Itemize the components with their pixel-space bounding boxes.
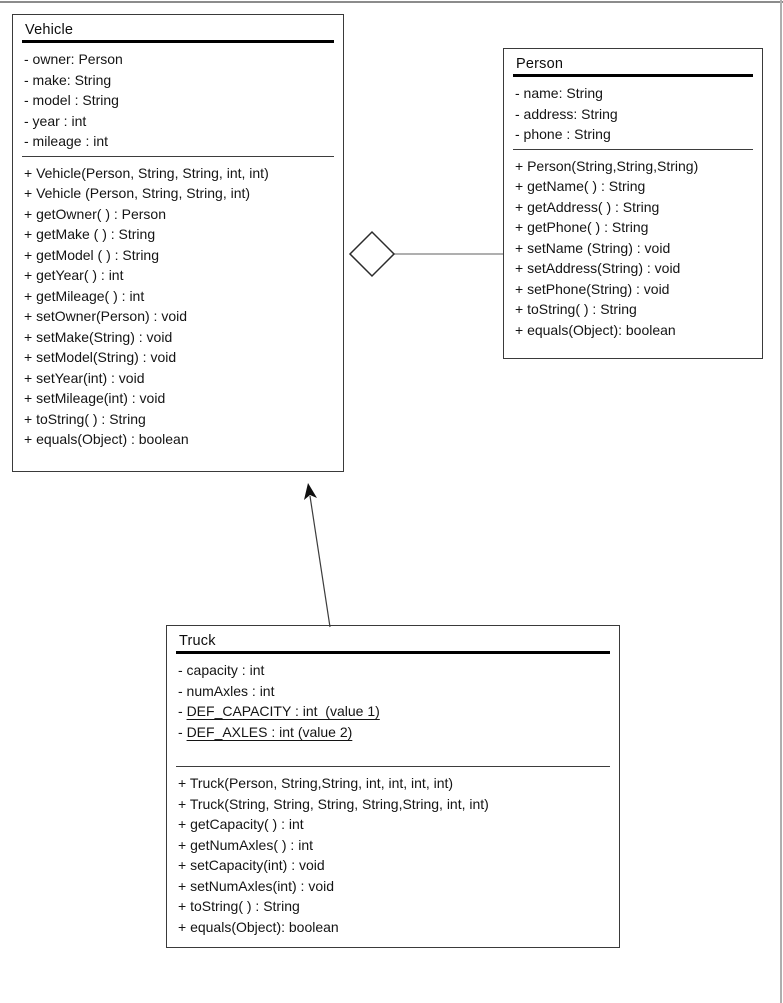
- member-row: - owner: Person: [24, 51, 123, 67]
- member-row: + getNumAxles( ) : int: [178, 836, 313, 853]
- member-row: - capacity : int: [178, 662, 265, 678]
- uml-class-vehicle: Vehicle - owner: Person - make: String - m…: [12, 14, 344, 472]
- member-row: - mileage : int: [24, 133, 109, 149]
- member-row: + equals(Object): boolean: [178, 918, 339, 935]
- member-row: - DEF_AXLES : int (value 2): [178, 722, 611, 743]
- member-row: + getYear( ) : int: [24, 267, 124, 283]
- member-row: + setMileage(int) : void: [24, 390, 166, 406]
- person-attributes-list: - name: String - address: String - phone :…: [504, 83, 762, 145]
- member-row: + setCapacity(int) : void: [178, 857, 325, 873]
- member-row: + getName( ) : String: [515, 178, 646, 194]
- member-row: + setName (String) : void: [515, 239, 671, 256]
- member-text: DEF_CAPACITY : int (value 1): [186, 703, 380, 719]
- member-row: + getModel ( ) : String: [24, 246, 160, 263]
- member-row: - numAxles : int: [178, 682, 275, 699]
- class-title-person: Person: [516, 56, 564, 72]
- vehicle-attributes-list: - owner: Person - make: String - model : S…: [13, 49, 343, 152]
- member-row: + Truck(Person, String,String, int, int,…: [178, 775, 454, 791]
- member-row: + setMake(String) : void: [24, 328, 173, 345]
- uml-class-person: Person - name: String- address: String- …: [503, 48, 763, 359]
- member-row: + setAddress(String) : void: [515, 260, 681, 276]
- member-row: + getMake ( ) : String: [24, 226, 156, 242]
- title-separator: [176, 651, 610, 654]
- member-row: - make: String: [24, 71, 112, 88]
- page-top-border: [0, 1, 783, 3]
- truck-attributes-list: - capacity : int - numAxles : int - DEF_CA…: [167, 660, 619, 742]
- member-row: + getAddress( ) : String: [515, 198, 660, 215]
- attributes-methods-separator: [513, 148, 753, 150]
- attributes-methods-separator: [22, 155, 334, 157]
- class-title-vehicle: Vehicle: [25, 22, 74, 38]
- member-row: - DEF_CAPACITY : int (value 1): [178, 701, 611, 722]
- member-row: + toString( ) : String: [515, 301, 637, 317]
- page-right-border: [780, 0, 782, 1003]
- member-row: - model : String: [24, 92, 119, 108]
- member-row: - name: String: [515, 85, 603, 101]
- aggregation-diamond-icon: [348, 230, 396, 278]
- member-text: DEF_AXLES : int (value 2): [186, 723, 353, 740]
- title-separator: [513, 74, 753, 77]
- member-prefix: -: [178, 703, 187, 719]
- member-row: + toString( ) : String: [178, 898, 300, 914]
- uml-class-truck: Truck - capacity : int- numAxles : int- …: [166, 625, 620, 948]
- member-row: + equals(Object): boolean: [515, 321, 676, 338]
- member-row: + Person(String,String,String): [515, 157, 699, 174]
- member-row: + setOwner(Person) : void: [24, 308, 188, 324]
- class-title-truck: Truck: [179, 633, 216, 649]
- member-row: + equals(Object) : boolean: [24, 431, 189, 447]
- member-row: + setPhone(String) : void: [515, 280, 670, 297]
- member-prefix: -: [178, 723, 187, 740]
- member-row: + setModel(String) : void: [24, 349, 177, 365]
- member-row: + getMileage( ) : int: [24, 287, 145, 304]
- vehicle-methods-list: + Vehicle(Person, String, String, int, i…: [13, 163, 343, 450]
- member-row: - year : int: [24, 112, 87, 129]
- member-row: + setYear(int) : void: [24, 369, 145, 386]
- inheritance-arrowhead-icon: [304, 483, 317, 500]
- member-row: + setNumAxles(int) : void: [178, 877, 334, 894]
- member-row: + getPhone( ) : String: [515, 219, 649, 235]
- inheritance-line: [309, 495, 331, 628]
- member-row: - phone : String: [515, 126, 611, 142]
- attributes-methods-separator: [176, 766, 610, 767]
- member-row: + toString( ) : String: [24, 410, 146, 427]
- member-row: + getCapacity( ) : int: [178, 816, 304, 832]
- truck-methods-list: + Truck(Person, String,String, int, int,…: [167, 773, 619, 937]
- member-row: + getOwner( ) : Person: [24, 205, 167, 222]
- member-row: + Vehicle (Person, String, String, int): [24, 185, 251, 201]
- member-row: - address: String: [515, 105, 618, 122]
- member-row: + Vehicle(Person, String, String, int, i…: [24, 164, 269, 181]
- title-separator: [22, 40, 334, 43]
- member-row: + Truck(String, String, String, String,S…: [178, 795, 489, 812]
- person-methods-list: + Person(String,String,String) + getName(…: [504, 156, 762, 341]
